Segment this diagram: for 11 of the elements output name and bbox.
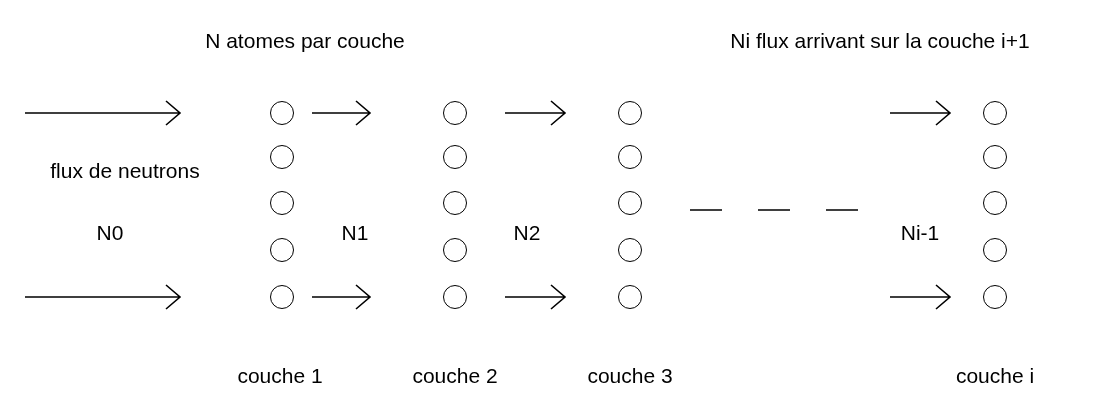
layer-heading: N atomes par couche [205, 29, 405, 51]
flux-label: flux de neutrons [50, 159, 200, 181]
flux-label: N0 [96, 221, 124, 243]
layer-label: couche 2 [412, 364, 498, 386]
layer-label: couche i [955, 364, 1035, 386]
layer-label: couche 1 [237, 364, 323, 386]
layer-label: couche 3 [587, 364, 673, 386]
flux-label: Ni-1 [900, 221, 940, 243]
flux-label: N2 [513, 221, 541, 243]
flux-label: N1 [341, 221, 369, 243]
flux-note: Ni flux arrivant sur la couche i+1 [730, 29, 1030, 51]
